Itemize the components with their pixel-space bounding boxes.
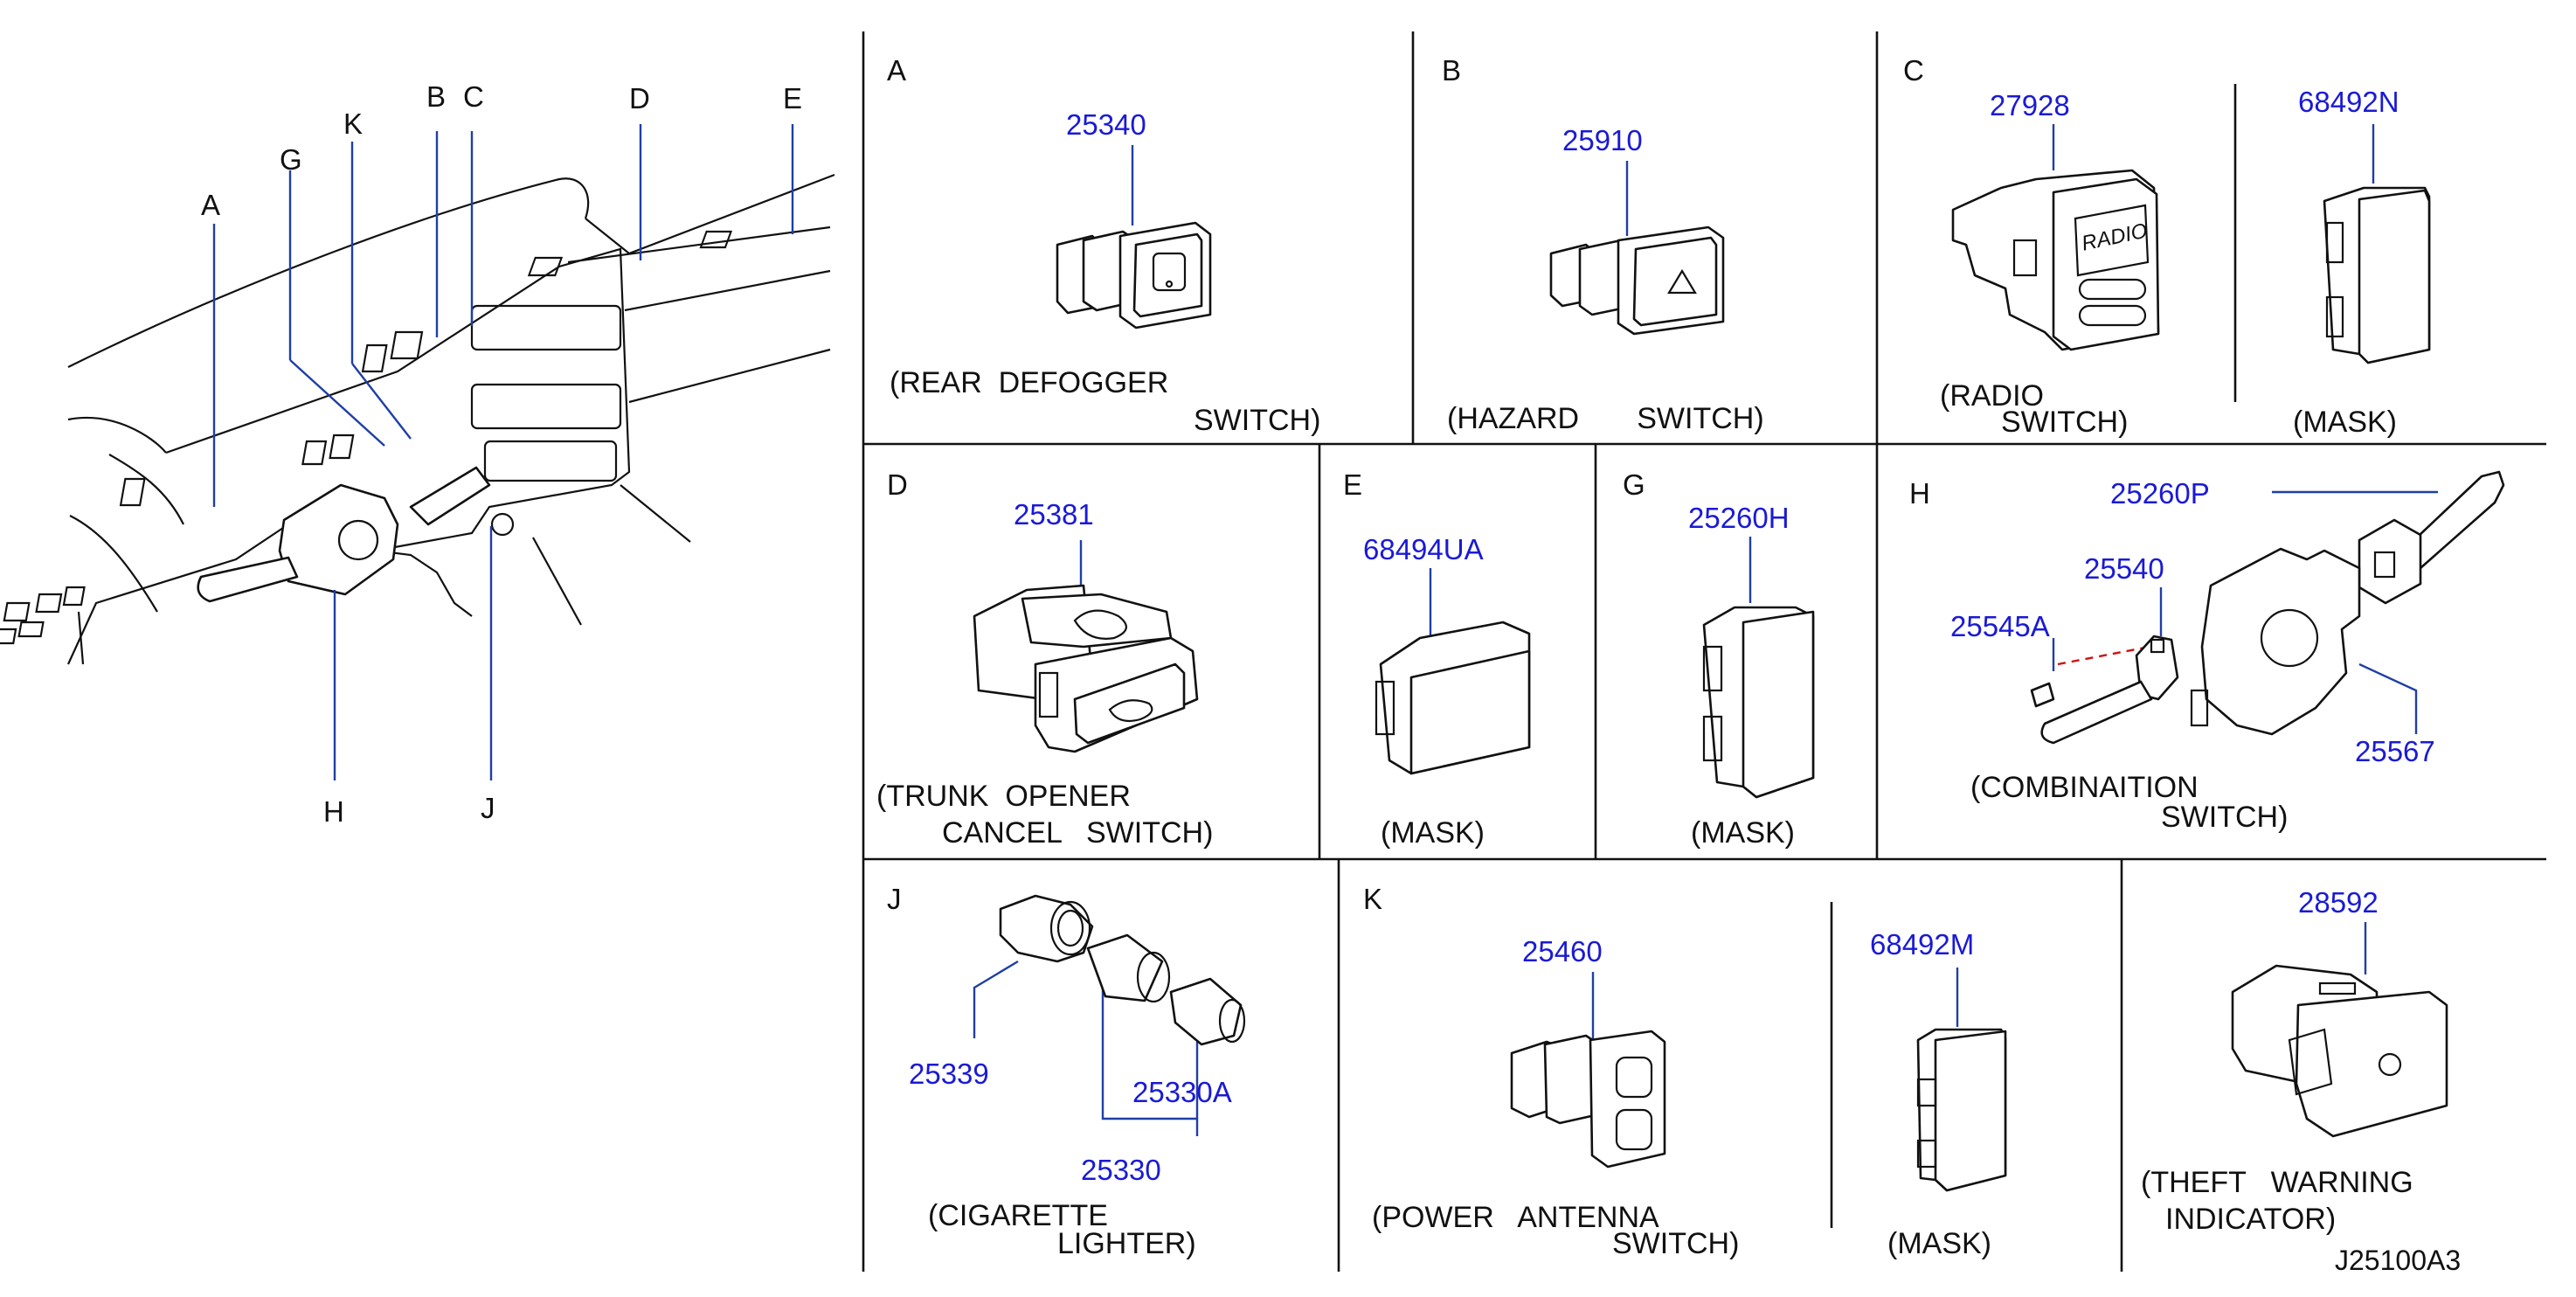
panel-j-caption-2: LIGHTER)	[1057, 1227, 1196, 1260]
callout-a: A	[201, 189, 221, 221]
panel-k-caption-1: (POWER ANTENNA	[1372, 1201, 1659, 1234]
panel-e-letter: E	[1343, 468, 1363, 501]
panel-a-caption-2: SWITCH)	[1194, 404, 1321, 437]
panel-a-letter: A	[887, 54, 907, 87]
callout-g: G	[280, 143, 302, 176]
callout-j: J	[481, 792, 495, 824]
panel-j-letter: J	[887, 883, 902, 915]
panel-j-caption-1: (CIGARETTE	[928, 1199, 1108, 1232]
part-25545a: 25545A	[1950, 610, 2050, 642]
panel-g-caption: (MASK)	[1691, 816, 1795, 850]
trunk-opener-switch-drawing	[973, 540, 1199, 753]
part-27928: 27928	[1990, 89, 2070, 121]
theft-caption-1: (THEFT WARNING	[2141, 1166, 2413, 1199]
part-25910: 25910	[1562, 124, 1643, 156]
cigarette-lighter-drawing	[973, 894, 1246, 1136]
part-68492m: 68492M	[1870, 928, 1975, 961]
callout-b: B	[426, 80, 447, 113]
part-25460: 25460	[1522, 935, 1603, 968]
panel-c-caption-2: SWITCH)	[2001, 406, 2129, 439]
dashboard-overview-drawing	[0, 124, 835, 780]
mask-g-drawing	[1702, 537, 1815, 799]
panel-d-caption-2: CANCEL SWITCH)	[942, 816, 1214, 850]
panel-c-mask-caption: (MASK)	[2293, 406, 2397, 439]
part-25260h: 25260H	[1688, 502, 1790, 534]
panel-b-letter: B	[1442, 54, 1462, 87]
panel-h-caption-2: SWITCH)	[2161, 801, 2289, 834]
mask-e-drawing	[1375, 568, 1531, 775]
callout-k: K	[343, 108, 364, 140]
panel-b-caption: (HAZARD SWITCH)	[1447, 402, 1764, 435]
part-25567: 25567	[2355, 735, 2435, 767]
panel-g-letter: G	[1623, 468, 1645, 501]
part-25339: 25339	[909, 1058, 989, 1090]
panel-grid	[862, 31, 2546, 1272]
panel-k-letter: K	[1363, 883, 1383, 915]
callout-c: C	[463, 80, 484, 113]
radio-switch-drawing	[1951, 124, 2431, 364]
rear-defogger-switch-drawing	[1056, 145, 1212, 329]
panel-a-caption-1: (REAR DEFOGGER	[890, 366, 1169, 399]
panel-k-mask-caption: (MASK)	[1887, 1227, 1991, 1260]
part-25340: 25340	[1066, 108, 1146, 141]
part-25330: 25330	[1081, 1154, 1161, 1186]
panel-h-letter: H	[1909, 477, 1930, 510]
panel-h-caption-1: (COMBINAITION	[1970, 771, 2199, 804]
panel-e-caption: (MASK)	[1381, 816, 1485, 850]
panel-c-caption-1: (RADIO	[1940, 379, 2044, 413]
theft-warning-indicator-drawing	[2231, 922, 2448, 1138]
part-25330a: 25330A	[1132, 1076, 1232, 1108]
part-68492n: 68492N	[2298, 86, 2399, 118]
part-28592: 28592	[2298, 886, 2379, 919]
panel-c-letter: C	[1903, 54, 1924, 87]
power-antenna-switch-drawing	[1510, 968, 2007, 1192]
callout-h: H	[323, 795, 344, 828]
part-25260p: 25260P	[2110, 477, 2210, 510]
panel-d-caption-1: (TRUNK OPENER	[876, 780, 1131, 813]
panel-k-caption-2: SWITCH)	[1612, 1227, 1740, 1260]
callout-d: D	[629, 82, 650, 114]
hazard-switch-drawing	[1549, 161, 1725, 336]
part-25540: 25540	[2084, 552, 2164, 585]
part-68494ua: 68494UA	[1363, 533, 1484, 565]
panel-d-letter: D	[887, 468, 908, 501]
callout-e: E	[783, 82, 803, 114]
combination-switch-drawing	[2030, 470, 2505, 745]
part-25381: 25381	[1014, 498, 1094, 531]
theft-caption-2: INDICATOR)	[2165, 1203, 2337, 1236]
drawing-reference: J25100A3	[2335, 1245, 2462, 1276]
